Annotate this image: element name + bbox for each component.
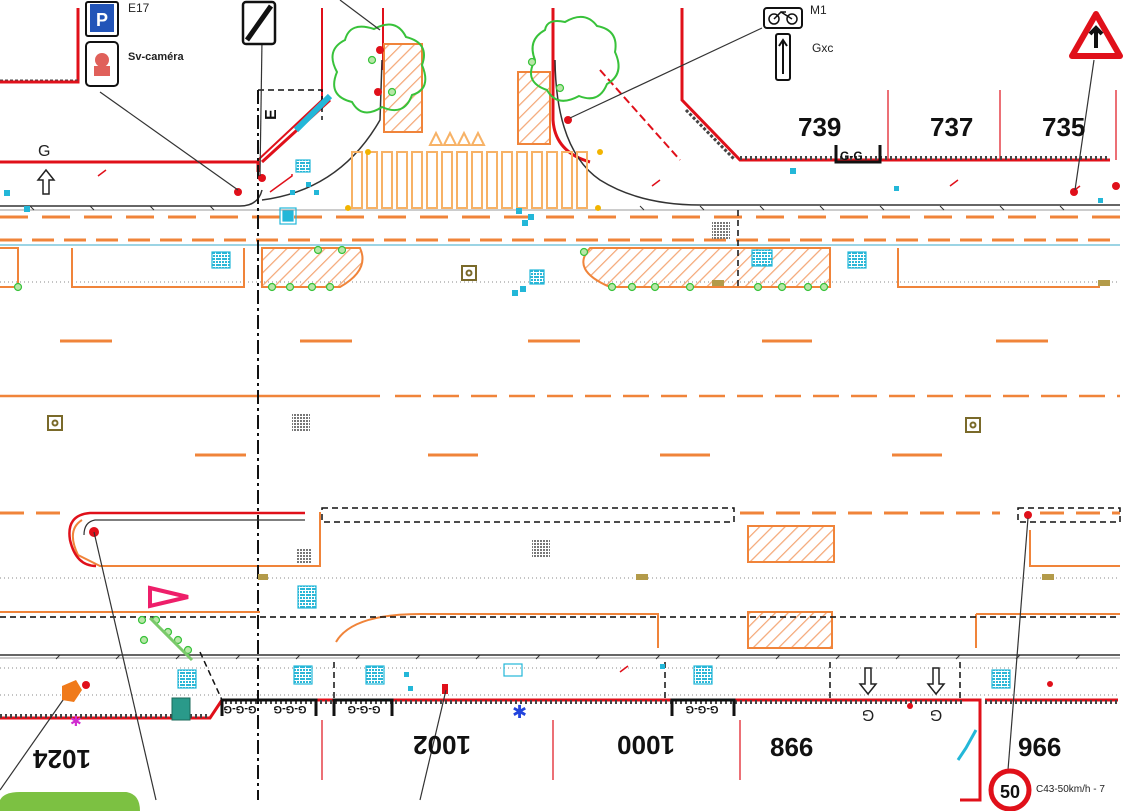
camera-sign: Sv-caméra: [85, 41, 185, 87]
speed-limit-caption: C43-50km/h - 7: [1036, 784, 1105, 795]
svg-text:G: G: [38, 143, 50, 160]
svg-text:✱: ✱: [70, 714, 82, 730]
lane-arrows: [36, 168, 946, 696]
house-numbers-top: 739 737 735: [798, 112, 1085, 142]
marker-e: E: [263, 109, 280, 120]
svg-text:G-G-G: G-G-G: [348, 703, 381, 715]
camera-icon: [95, 53, 109, 67]
pedestrian-crossing: [351, 130, 588, 209]
grey-manholes: [292, 222, 730, 564]
island-outlines: [0, 247, 1120, 648]
bike-sign-sub: Gxc: [812, 41, 833, 55]
lane-markings: [0, 215, 1120, 613]
utility-symbols: [177, 159, 1011, 689]
utility-dots: [4, 168, 1103, 691]
svg-text:G-G: G-G: [840, 149, 863, 163]
boundary-dashes: [0, 89, 1121, 800]
yield-triangle: [148, 585, 189, 609]
speed-limit-sign: 50 C43-50km/h - 7: [988, 768, 1105, 811]
bicycle-icon: [768, 11, 798, 25]
speed-limit-value: 50: [1000, 782, 1020, 802]
house-number-flipped: 1024: [33, 744, 91, 774]
parking-sign: P E17: [85, 1, 150, 37]
house-number-flipped: 1002: [413, 730, 471, 760]
house-number: 866: [770, 732, 813, 762]
parking-sign-code: E17: [128, 1, 150, 15]
parking-sign-letter: P: [96, 10, 108, 30]
gully-symbols: [47, 265, 981, 433]
end-restriction-sign: [241, 0, 277, 46]
small-olive-blocks: [258, 280, 1110, 580]
svg-text:G-G-G: G-G-G: [224, 703, 257, 715]
priority-warning-sign: [1069, 11, 1123, 59]
house-number: 735: [1042, 112, 1085, 142]
bike-sign: M1 Gxc: [763, 3, 833, 81]
building-hatch: [0, 79, 1118, 718]
svg-text:G: G: [930, 706, 942, 723]
dotted-lines: [0, 281, 1120, 696]
tree-dots: [13, 55, 829, 655]
house-number: 966: [1018, 732, 1061, 762]
trees: [331, 15, 620, 114]
up-arrow-icon: [778, 38, 788, 74]
svg-text:G-G-G: G-G-G: [686, 703, 719, 715]
parcel-lines: [321, 90, 1117, 780]
road-edges: [0, 59, 1120, 659]
lamp-icon: ✱: [512, 702, 527, 723]
gate-labels: G-G G-G-G G-G-G G-G-G G-G-G: [224, 149, 863, 715]
priority-road-icon: [1088, 25, 1104, 48]
house-number-flipped: 1000: [617, 730, 675, 760]
orange-lamp-marker: [62, 680, 82, 702]
lane-letters: G G G: [38, 143, 942, 723]
leader-lines: [0, 0, 1095, 801]
camera-sign-label: Sv-caméra: [128, 51, 185, 63]
bike-sign-code: M1: [810, 3, 827, 17]
house-numbers-bottom: 1024 1002 1000 866 966: [33, 730, 1062, 774]
house-number: 737: [930, 112, 973, 142]
median-island: [68, 511, 305, 568]
red-markers: [82, 46, 1120, 709]
edge-chevrons: [29, 205, 1081, 660]
lane-arrow-up-icon: [36, 168, 56, 195]
footer-green-tab: [0, 792, 140, 811]
gate-brackets: [220, 145, 882, 716]
red-arrows: [97, 169, 1081, 673]
lane-arrow-down-icon: [858, 667, 878, 696]
crossing-corner-dots: [345, 149, 603, 211]
svg-text:G: G: [862, 706, 874, 723]
lane-arrow-down-icon: [926, 667, 946, 696]
svg-text:G-G-G: G-G-G: [274, 703, 307, 715]
house-number: 739: [798, 112, 841, 142]
